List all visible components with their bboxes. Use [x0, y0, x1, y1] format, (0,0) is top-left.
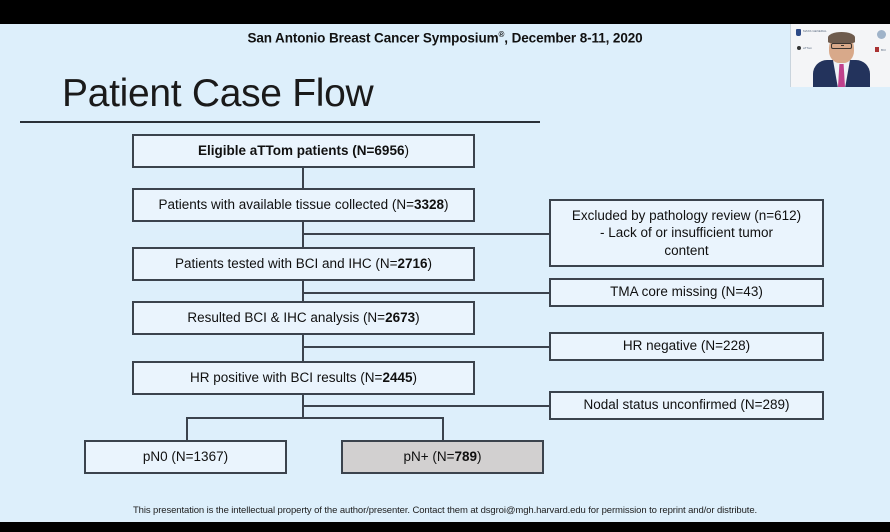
flow-node-tissue-collected[interactable]: Patients with available tissue collected… [132, 188, 475, 222]
presenter-hair [828, 32, 855, 43]
webcam-logo-text-2: aTTom [803, 46, 813, 50]
connector-to-pathology-excluded [302, 233, 550, 235]
pn0-label: pN0 (N=1367) [142, 448, 229, 464]
connector-tissue-to-tested [302, 221, 304, 255]
connector-hrpositive-to-split [302, 389, 304, 417]
presenter-tie [838, 64, 845, 87]
connector-eligible-to-tissue [302, 167, 304, 201]
letterbox-bar-top [0, 0, 890, 24]
registered-trademark-icon: ® [498, 30, 505, 40]
flow-node-eligible[interactable]: Eligible aTTom patients (N=6956) [132, 134, 475, 168]
secondary-logo-icon [797, 46, 801, 50]
tertiary-logo-icon [877, 30, 886, 39]
flow-node-eligible-label: Eligible aTTom patients (N= [198, 142, 375, 158]
connector-split-left-leg [186, 417, 188, 440]
flow-node-pn-plus[interactable]: pN+ (N=789) [341, 440, 544, 474]
title-underline-rule [20, 121, 540, 123]
flow-node-hr-positive-label: HR positive with BCI results (N= [190, 369, 383, 385]
conference-header: San Antonio Breast Cancer Symposium®, De… [0, 24, 890, 52]
pn-plus-suffix: ) [477, 448, 482, 464]
flow-node-hr-positive-value: 2445 [382, 369, 413, 385]
flow-node-tissue-suffix: ) [444, 196, 449, 212]
flow-node-tested-bci-ihc[interactable]: Patients tested with BCI and IHC (N=2716… [132, 247, 475, 281]
flow-node-resulted-suffix: ) [415, 309, 420, 325]
conference-title-suffix: , December 8-11, 2020 [504, 30, 643, 46]
flow-node-resulted-label: Resulted BCI & IHC analysis (N= [187, 309, 386, 325]
nodal-unconfirmed-label: Nodal status unconfirmed (N=289) [583, 397, 790, 413]
flow-node-eligible-suffix: ) [404, 142, 409, 158]
hr-negative-label: HR negative (N=228) [622, 338, 751, 354]
connector-to-nodal-unconfirmed [302, 405, 550, 407]
pn-plus-label: pN+ (N= [403, 448, 455, 464]
pn-plus-value: 789 [454, 448, 478, 464]
flow-node-pathology-excluded[interactable]: Excluded by pathology review (n=612) - L… [549, 199, 824, 267]
flow-node-tested-value: 2716 [397, 255, 428, 271]
flow-node-pn0[interactable]: pN0 (N=1367) [84, 440, 287, 474]
flow-node-tissue-value: 3328 [413, 196, 445, 212]
tma-core-missing-label: TMA core missing (N=43) [610, 284, 763, 300]
flow-node-hr-positive-suffix: ) [412, 369, 417, 385]
pathology-excluded-line-1: Excluded by pathology review (n=612) [571, 207, 802, 223]
connector-to-tma-core-missing [302, 292, 550, 294]
presenter-video-thumbnail[interactable]: MASS GENERAL aTTom BCI [790, 24, 890, 87]
webcam-logo-text-1: MASS GENERAL [803, 29, 827, 33]
flow-node-tissue-label: Patients with available tissue collected… [158, 196, 414, 212]
pathology-excluded-line-3: content [664, 242, 709, 258]
flow-node-nodal-unconfirmed[interactable]: Nodal status unconfirmed (N=289) [549, 391, 824, 420]
slide-title: Patient Case Flow [62, 72, 374, 115]
flow-node-hr-positive[interactable]: HR positive with BCI results (N=2445) [132, 361, 475, 395]
connector-split-bar [186, 417, 444, 419]
letterbox-bar-bottom [0, 522, 890, 532]
connector-resulted-to-hrpositive [302, 334, 304, 362]
flow-node-tested-label: Patients tested with BCI and IHC (N= [174, 255, 398, 271]
pathology-excluded-line-2: - Lack of or insufficient tumor [599, 225, 774, 241]
webcam-logo-text-3: BCI [881, 48, 887, 52]
copyright-footer: This presentation is the intellectual pr… [132, 505, 758, 516]
quaternary-logo-icon [875, 47, 879, 52]
flow-node-hr-negative[interactable]: HR negative (N=228) [549, 332, 824, 361]
flow-node-resulted-analysis[interactable]: Resulted BCI & IHC analysis (N=2673) [132, 301, 475, 335]
presenter-figure [791, 24, 890, 87]
conference-title: San Antonio Breast Cancer Symposium®, De… [247, 30, 642, 46]
flow-node-tma-core-missing[interactable]: TMA core missing (N=43) [549, 278, 824, 307]
conference-title-prefix: San Antonio Breast Cancer Symposium [247, 30, 499, 46]
flow-node-tested-suffix: ) [427, 255, 433, 271]
connector-to-hr-negative [302, 346, 550, 348]
flow-node-eligible-value: 6956 [374, 142, 405, 158]
flow-node-resulted-value: 2673 [385, 309, 416, 325]
hospital-logo-icon [796, 29, 801, 36]
presenter-glasses-icon [831, 43, 852, 49]
connector-split-right-leg [442, 417, 444, 440]
